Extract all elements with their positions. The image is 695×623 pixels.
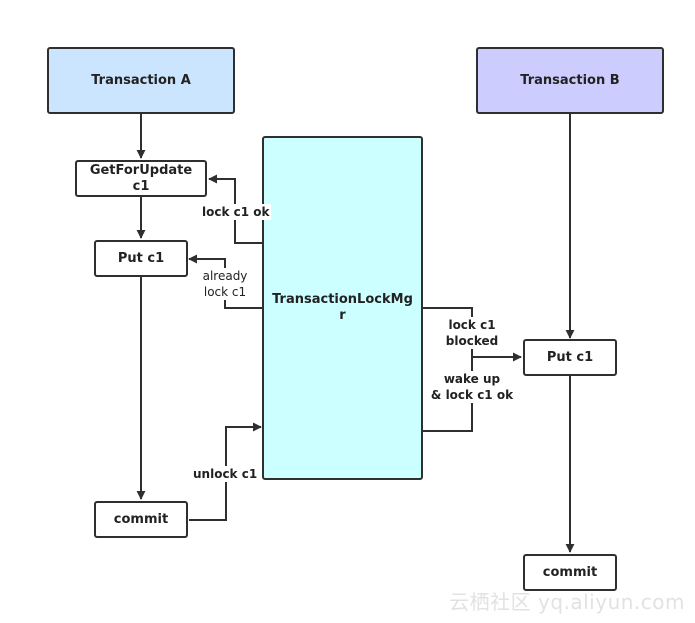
commit-b-label: commit bbox=[542, 564, 598, 580]
commit-b-node: commit bbox=[523, 554, 617, 591]
unlock-c1-label: unlock c1 bbox=[192, 466, 259, 482]
put-c1-a-node: Put c1 bbox=[94, 240, 188, 277]
put-c1-b-label: Put c1 bbox=[546, 349, 594, 365]
lock-c1-blocked-label: lock c1 blocked bbox=[440, 317, 504, 349]
transaction-a-node: Transaction A bbox=[47, 47, 235, 114]
transaction-b-label: Transaction B bbox=[520, 72, 620, 88]
lock-manager-node: TransactionLockMg r bbox=[262, 136, 423, 480]
lock-manager-label-line1: TransactionLockMg bbox=[272, 292, 413, 307]
get-for-update-node: GetForUpdate c1 bbox=[75, 160, 207, 197]
lock-c1-ok-label: lock c1 ok bbox=[201, 204, 271, 220]
wake-up-label: wake up & lock c1 ok bbox=[426, 371, 518, 403]
get-for-update-label-line2: c1 bbox=[132, 178, 150, 194]
get-for-update-label-line1: GetForUpdate bbox=[89, 162, 193, 178]
wake-up-line1: wake up bbox=[443, 372, 501, 386]
already-lock-c1-line2: lock c1 bbox=[203, 285, 247, 299]
already-lock-c1-line1: already bbox=[202, 269, 248, 283]
wake-up-line2: & lock c1 ok bbox=[430, 388, 514, 402]
lock-c1-blocked-line1: lock c1 bbox=[448, 318, 496, 332]
watermark: 云栖社区 yq.aliyun.com bbox=[449, 590, 685, 614]
commit-a-label: commit bbox=[113, 511, 169, 527]
put-c1-b-node: Put c1 bbox=[523, 339, 617, 376]
put-c1-a-label: Put c1 bbox=[117, 250, 165, 266]
transaction-b-node: Transaction B bbox=[476, 47, 664, 114]
commit-a-node: commit bbox=[94, 501, 188, 538]
lock-manager-label-line2: r bbox=[339, 308, 346, 323]
already-lock-c1-label: already lock c1 bbox=[201, 268, 249, 300]
lock-c1-blocked-line2: blocked bbox=[445, 334, 499, 348]
transaction-a-label: Transaction A bbox=[91, 72, 191, 88]
